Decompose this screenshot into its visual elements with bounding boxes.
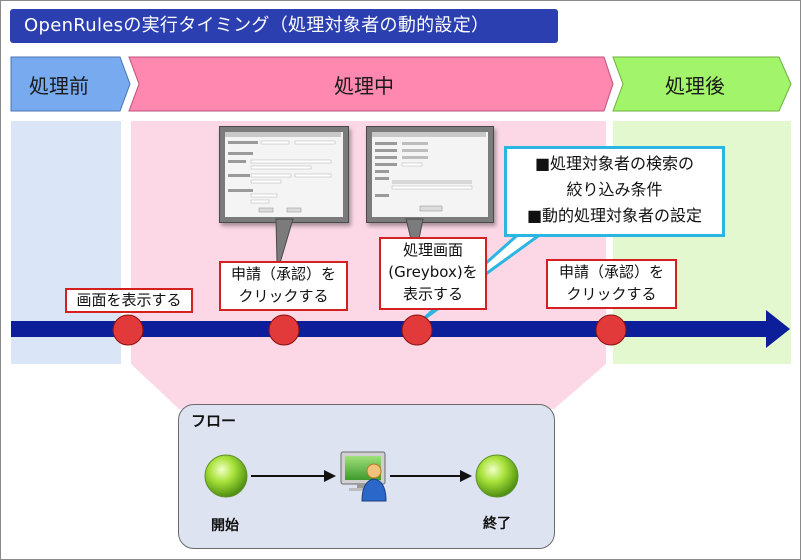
phase-before-label: 処理前 [29,74,89,98]
phase-before-chevron [10,56,131,112]
flow-title: フロー [191,412,237,430]
phase-bar [10,56,792,112]
info-line-2: 絞り込み条件 [566,180,663,199]
phase-after-label: 処理後 [665,74,725,98]
milestone-circle-4 [595,314,627,346]
flow-arrow-2-head [460,470,472,482]
start-node-label: 開始 [211,518,239,534]
milestone-circle-3 [401,314,433,346]
form-preview-icon [225,132,341,213]
callout-greybox-line-1: 処理画面 [402,241,463,259]
callout-apply-click-2: 申請（承認）を クリックする [546,259,677,309]
callout-greybox-line-2: (Greybox)を [388,263,478,281]
callout-apply-click-1-line-1: 申請（承認）を [230,265,336,283]
user-terminal-icon [340,451,387,502]
callout-greybox: 処理画面 (Greybox)を 表示する [379,237,487,310]
info-line-3: ■動的処理対象者の設定 [526,206,703,225]
callout-apply-click-2-line-1: 申請（承認）を [558,263,664,281]
milestone-circle-1 [112,314,144,346]
phase-during-label: 処理中 [334,74,394,98]
start-node-icon [204,454,248,498]
milestone-circle-2 [268,314,300,346]
end-node-label: 終了 [483,516,511,532]
callout-apply-click-1-line-2: クリックする [238,287,329,305]
info-box: ■処理対象者の検索の 絞り込み条件 ■動的処理対象者の設定 [504,146,725,237]
callout-apply-click-2-line-2: クリックする [566,285,657,303]
callout-greybox-line-3: 表示する [402,285,463,303]
callout-apply-click-1: 申請（承認）を クリックする [219,261,348,311]
screenshot-thumbnail-form [219,126,349,223]
screenshot-thumbnail-greybox [366,126,494,223]
phase-after-chevron [612,56,792,112]
flow-arrow-1-head [324,470,336,482]
end-node-icon [475,454,519,498]
callout-show-screen: 画面を表示する [65,288,193,313]
page-title: OpenRulesの実行タイミング（処理対象者の動的設定） [10,9,558,43]
phase-during-chevron [128,56,614,112]
greybox-preview-icon [372,132,486,212]
info-box-seam [528,229,558,234]
info-line-1: ■処理対象者の検索の [534,154,695,173]
